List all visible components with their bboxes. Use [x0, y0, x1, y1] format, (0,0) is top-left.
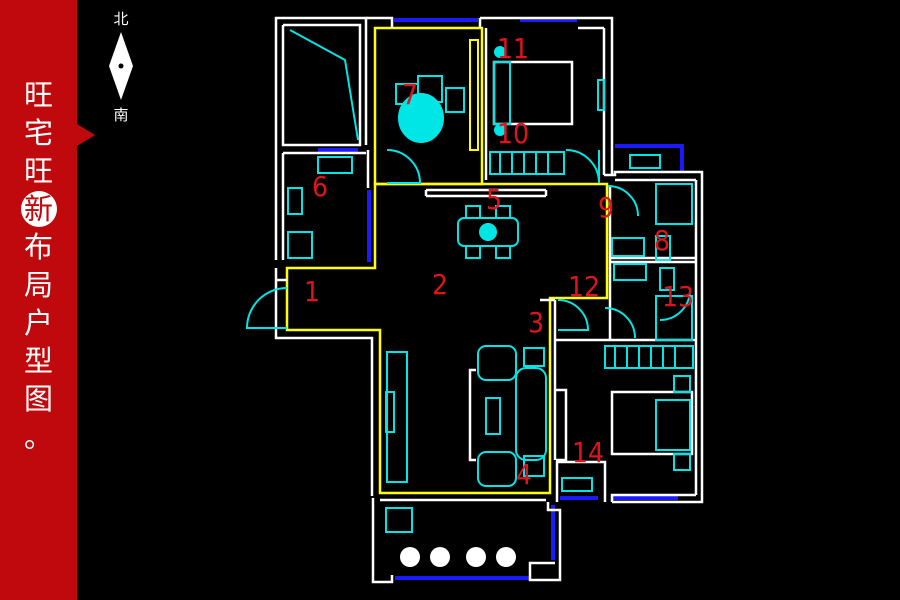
room-label-13: 13: [662, 280, 694, 313]
room-label-9: 9: [598, 191, 614, 224]
title-char: 型: [23, 344, 53, 378]
room-label-8: 8: [654, 224, 670, 257]
compass-needle-icon: [109, 32, 133, 100]
furniture: [287, 29, 694, 533]
doors: [245, 149, 691, 339]
title-char: 户: [23, 306, 53, 340]
room-label-6: 6: [312, 170, 328, 203]
room-labels: 1 2 3 4 5 6 7 8 9 10 11 12 13 14: [304, 32, 694, 491]
room-label-2: 2: [432, 268, 448, 301]
title-char: 旺: [23, 78, 53, 112]
room-label-10: 10: [497, 117, 529, 150]
room-label-11: 11: [497, 32, 529, 65]
room-label-4: 4: [516, 458, 532, 491]
zone-outlines: [285, 26, 609, 495]
title-char: 旺: [23, 154, 53, 188]
room-label-5: 5: [486, 183, 502, 216]
title-char: 新: [20, 191, 57, 227]
title-char: 布: [23, 230, 53, 264]
room-label-3: 3: [528, 306, 544, 339]
compass-south-label: 南: [113, 106, 129, 124]
walls: [274, 16, 704, 584]
vertical-title: 旺宅旺新布局户型图。: [0, 76, 77, 456]
sidebar-panel: 旺宅旺新布局户型图。: [0, 0, 77, 600]
room-label-1: 1: [304, 275, 320, 308]
compass-north-label: 北: [113, 10, 129, 28]
room-label-7: 7: [402, 78, 418, 111]
sidebar-pointer-arrow: [77, 124, 95, 146]
title-char: 宅: [23, 116, 53, 150]
room-label-12: 12: [568, 270, 600, 303]
windows: [318, 18, 684, 580]
title-char: 图: [23, 382, 53, 416]
balcony-plants: [400, 547, 516, 567]
title-char: 。: [23, 420, 53, 454]
room-label-14: 14: [572, 436, 604, 469]
title-char: 局: [23, 268, 53, 302]
